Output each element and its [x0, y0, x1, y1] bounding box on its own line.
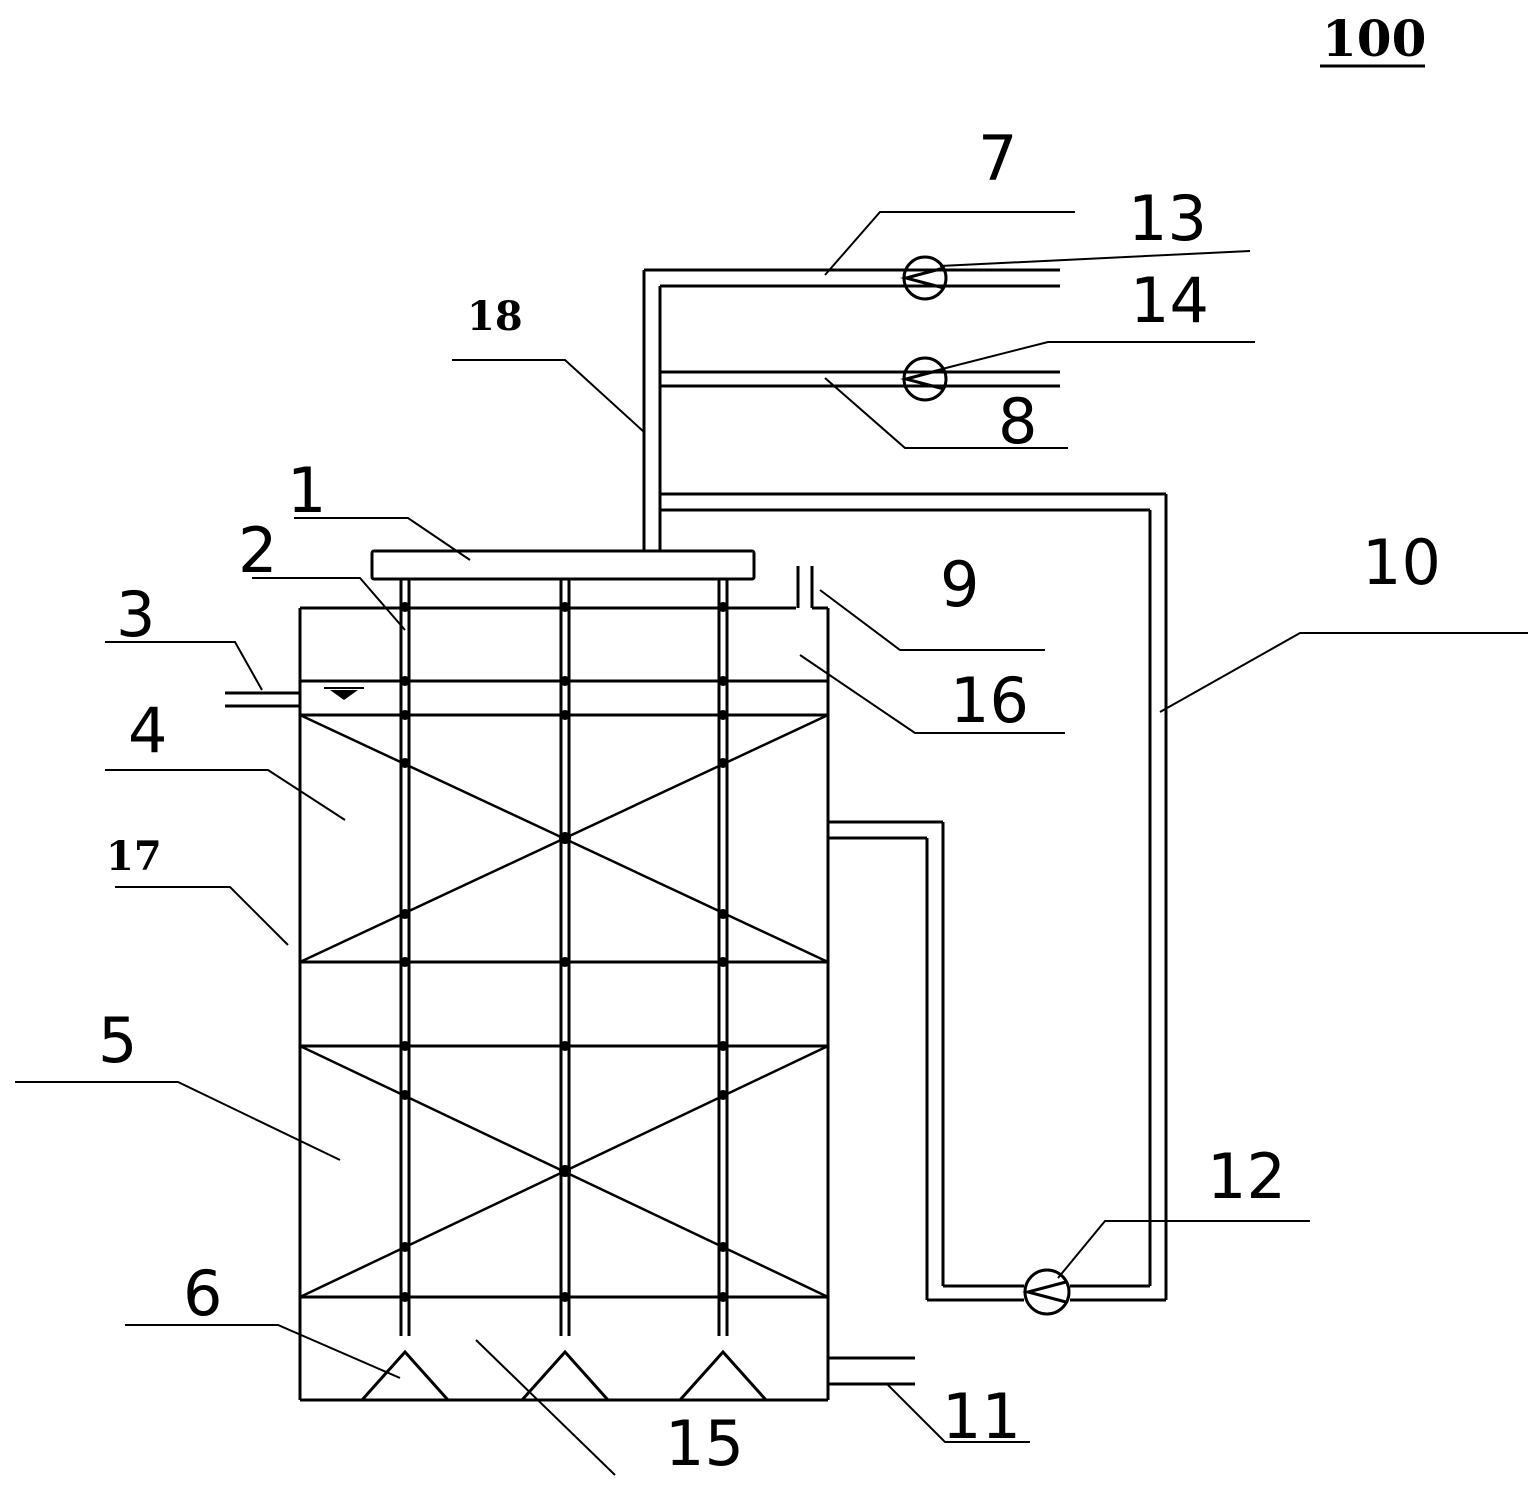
- gas-pipe-network: [642, 268, 1168, 1302]
- label-12: 12: [1207, 1140, 1286, 1213]
- junction-dots: [400, 602, 728, 1302]
- label-1: 1: [287, 454, 326, 527]
- label-14: 14: [1130, 264, 1209, 337]
- vertical-rods: [399, 579, 729, 1336]
- label-13: 13: [1128, 182, 1207, 255]
- label-9: 9: [940, 548, 979, 621]
- label-11: 11: [942, 1380, 1021, 1453]
- label-4: 4: [128, 694, 167, 767]
- pump-14: [900, 356, 948, 402]
- water-level: [225, 679, 828, 717]
- label-6: 6: [183, 1257, 222, 1330]
- label-2: 2: [238, 514, 277, 587]
- label-15: 15: [665, 1407, 744, 1480]
- bottom-outlet: [828, 1356, 915, 1386]
- label-3: 3: [116, 578, 155, 651]
- label-7: 7: [978, 122, 1017, 195]
- label-16: 16: [950, 664, 1029, 737]
- label-18: 18: [467, 293, 523, 340]
- label-8: 8: [998, 385, 1037, 458]
- figure-number: 100: [1322, 9, 1426, 68]
- tank-body: [298, 606, 830, 1402]
- pump-12: [1022, 1268, 1071, 1316]
- label-10: 10: [1362, 526, 1441, 599]
- label-17: 17: [106, 833, 162, 880]
- water-level-marker: [330, 690, 358, 700]
- reference-numerals: 1 2 3 4 17 5 6 15 11 16 9 10 12 18 7 13 …: [98, 122, 1441, 1480]
- pump-13: [900, 255, 948, 301]
- leader-lines: [15, 211, 1528, 1476]
- aerators: [360, 1349, 768, 1402]
- gas-outlet-tube: [796, 566, 814, 608]
- top-cover-plate: [370, 549, 756, 581]
- label-5: 5: [98, 1004, 137, 1077]
